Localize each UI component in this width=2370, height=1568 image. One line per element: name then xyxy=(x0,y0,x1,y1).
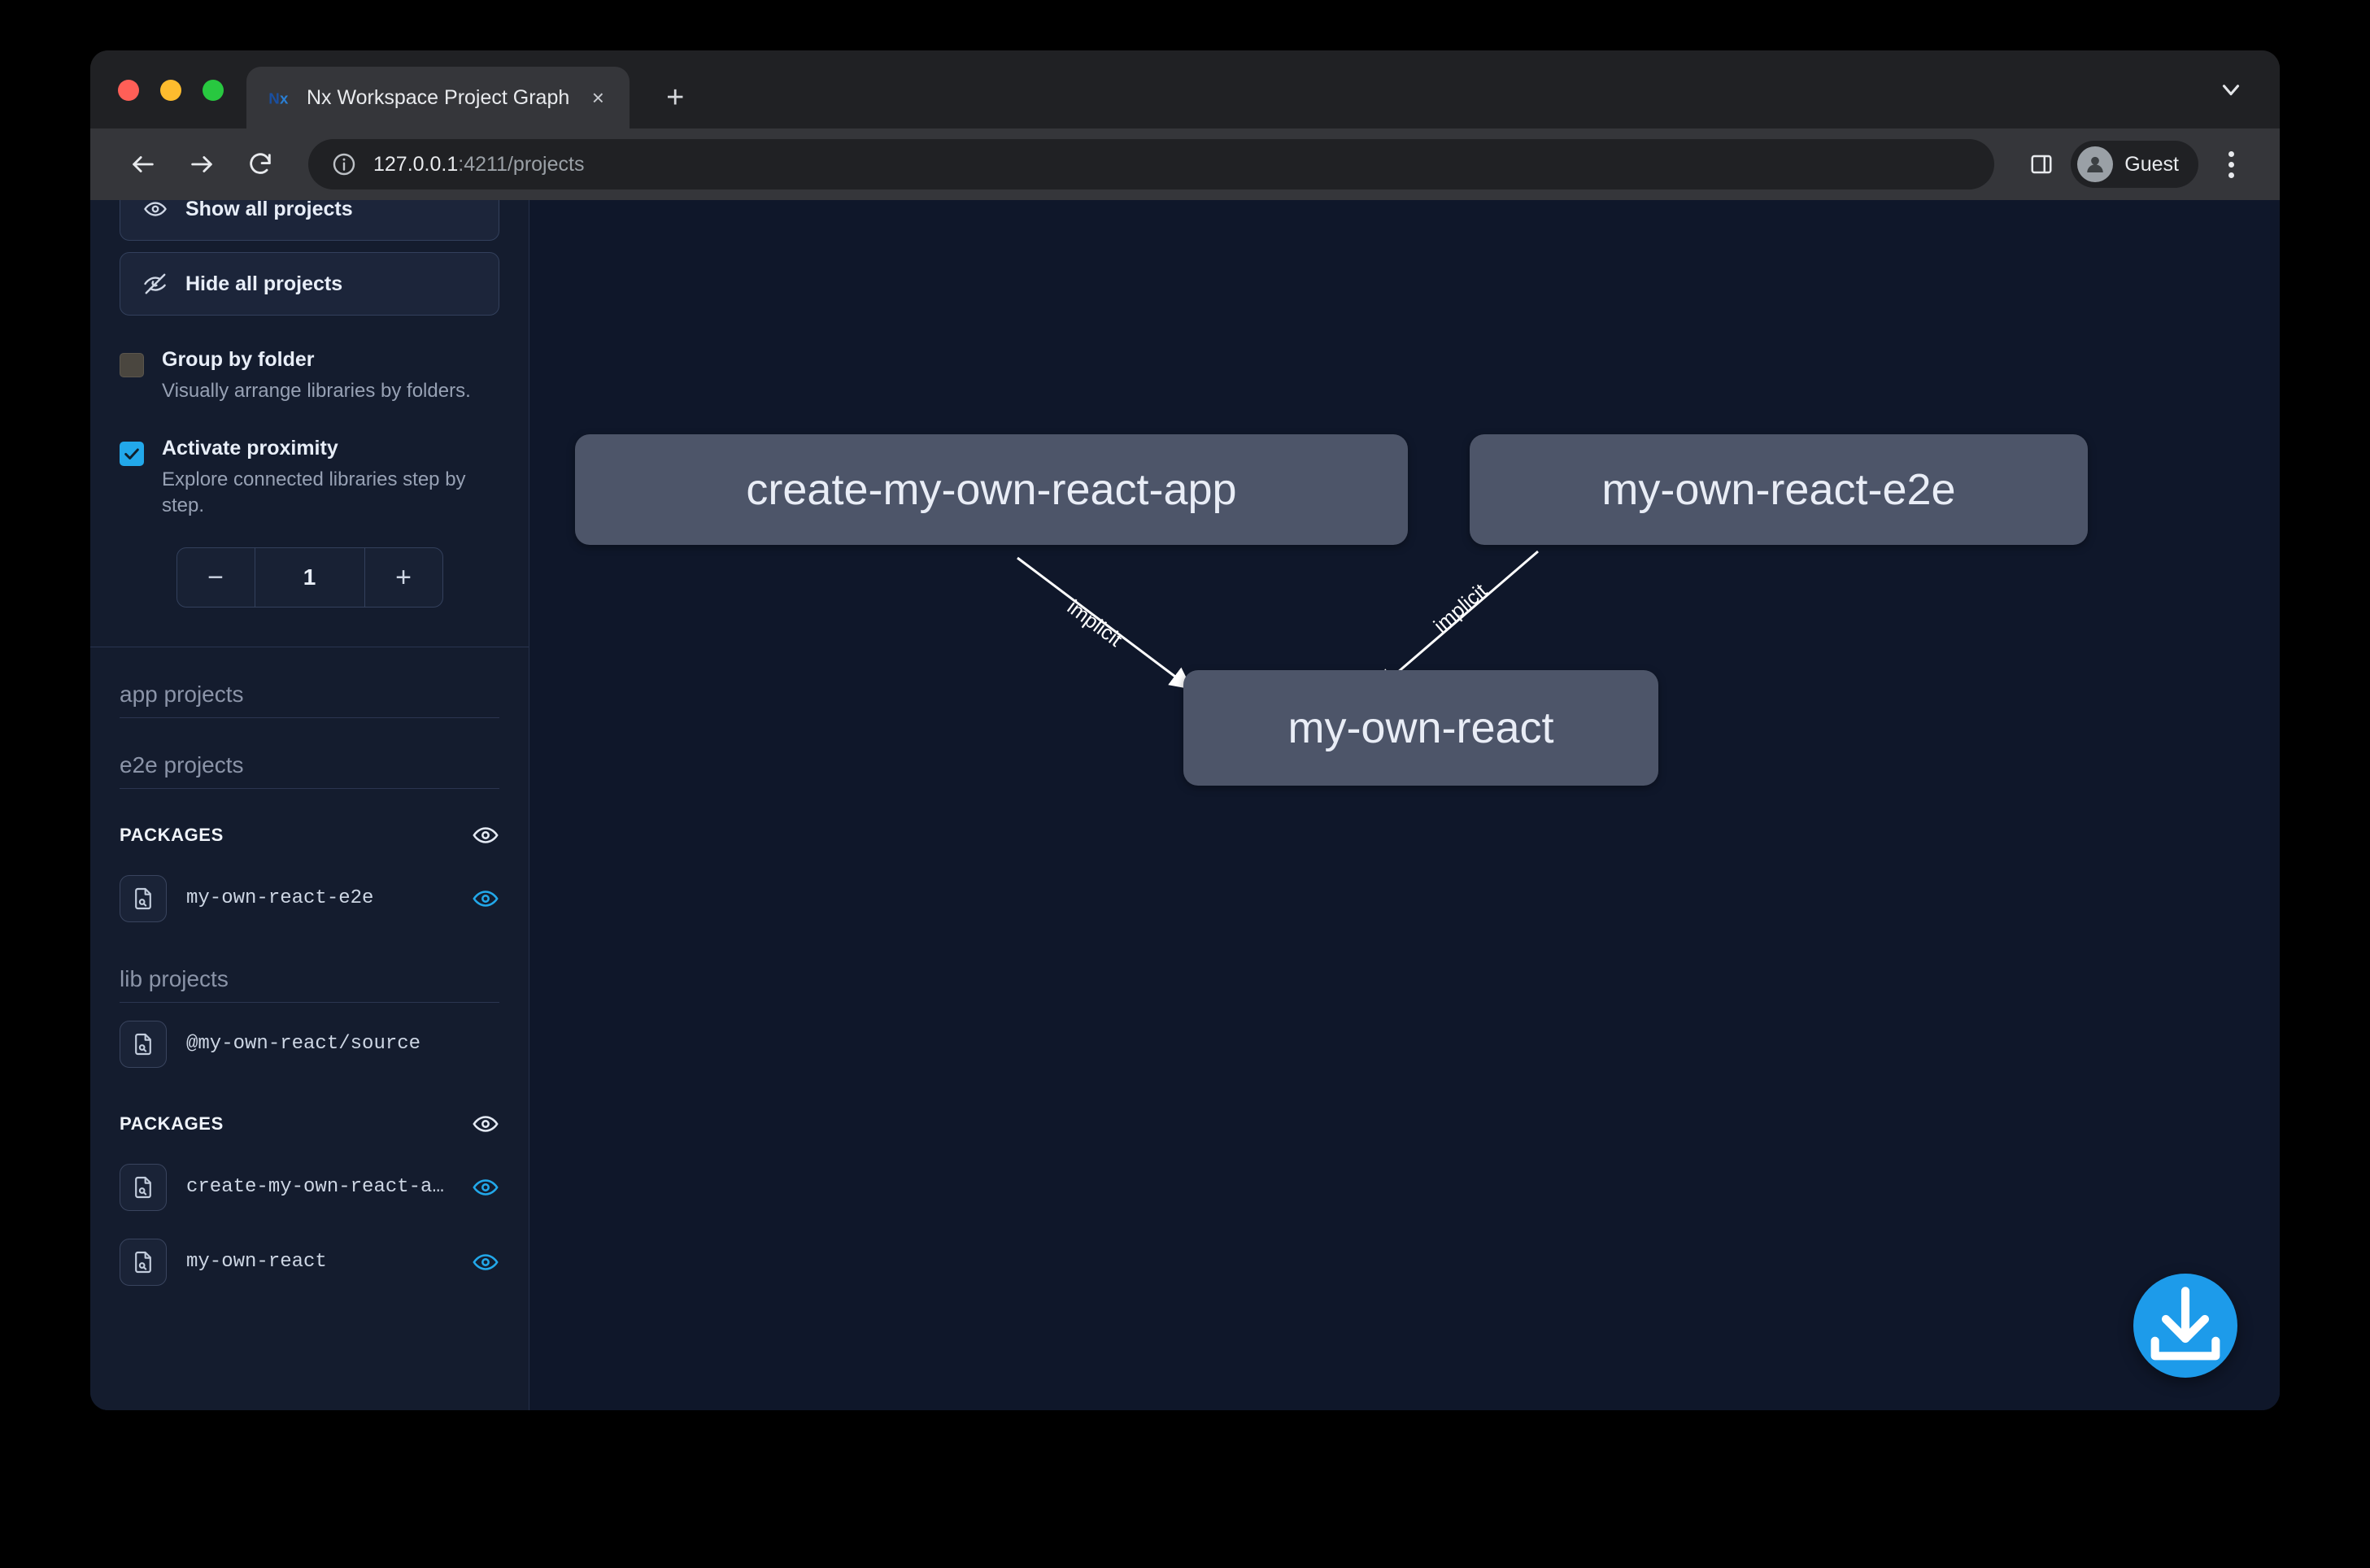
browser-toolbar: 127.0.0.1:4211/projects Guest xyxy=(90,128,2280,200)
activate-proximity-texts: Activate proximity Explore connected lib… xyxy=(162,437,491,520)
download-graph-button[interactable] xyxy=(2133,1274,2237,1378)
project-name: my-own-react xyxy=(186,1251,452,1273)
close-window-button[interactable] xyxy=(118,80,139,101)
option-activate-proximity[interactable]: Activate proximity Explore connected lib… xyxy=(120,437,499,520)
group-by-folder-checkbox[interactable] xyxy=(120,353,144,377)
url-host: 127.0.0.1 xyxy=(373,153,458,176)
hide-all-projects-button[interactable]: Hide all projects xyxy=(120,252,499,316)
show-all-projects-label: Show all projects xyxy=(185,200,353,221)
proximity-value: 1 xyxy=(255,548,365,607)
section-heading-app-projects: app projects xyxy=(120,647,499,718)
eye-icon xyxy=(143,200,168,221)
group-by-folder-description: Visually arrange libraries by folders. xyxy=(162,378,471,404)
chevron-down-icon[interactable] xyxy=(2215,73,2247,106)
graph-edges-layer: implicit implicit xyxy=(529,200,2280,1410)
project-name: @my-own-react/source xyxy=(186,1033,499,1055)
eye-off-icon xyxy=(143,272,168,296)
packages-header-lib[interactable]: PACKAGES xyxy=(120,1078,499,1146)
project-file-icon xyxy=(120,1239,167,1286)
option-group-by-folder[interactable]: Group by folder Visually arrange librari… xyxy=(120,348,499,404)
list-item[interactable]: @my-own-react/source xyxy=(120,1011,499,1078)
browser-tabstrip: N x Nx Workspace Project Graph × + xyxy=(90,50,2280,128)
group-by-folder-texts: Group by folder Visually arrange librari… xyxy=(162,348,471,404)
proximity-stepper: − 1 + xyxy=(176,547,443,608)
show-all-projects-button[interactable]: Show all projects xyxy=(120,200,499,241)
url-text: 127.0.0.1:4211/projects xyxy=(373,153,584,176)
project-file-icon xyxy=(120,1021,167,1068)
sidebar-scroll-area[interactable]: Show all projects Hide all projects xyxy=(90,200,529,1410)
kebab-menu-icon[interactable] xyxy=(2210,142,2252,187)
section-heading-e2e-projects: e2e projects xyxy=(120,718,499,789)
tab-title: Nx Workspace Project Graph xyxy=(307,86,569,110)
svg-text:x: x xyxy=(280,90,289,107)
project-name: my-own-react-e2e xyxy=(186,887,452,909)
activate-proximity-description: Explore connected libraries step by step… xyxy=(162,467,491,520)
proximity-increment-button[interactable]: + xyxy=(365,548,442,607)
sidebar: Show all projects Hide all projects xyxy=(90,200,529,1410)
packages-header-e2e[interactable]: PACKAGES xyxy=(120,789,499,857)
reload-icon[interactable] xyxy=(235,139,285,189)
packages-label: PACKAGES xyxy=(120,1113,224,1135)
project-file-icon xyxy=(120,875,167,922)
forward-arrow-icon[interactable] xyxy=(176,139,227,189)
graph-node-my-own-react-e2e[interactable]: my-own-react-e2e xyxy=(1470,434,2088,545)
activate-proximity-checkbox[interactable] xyxy=(120,442,144,466)
nx-logo-icon: N x xyxy=(268,85,292,110)
project-file-icon xyxy=(120,1164,167,1211)
project-visibility-eye-icon[interactable] xyxy=(472,1248,499,1276)
project-graph-canvas[interactable]: implicit implicit create-my-own-react-ap… xyxy=(529,200,2280,1410)
packages-visibility-eye-icon[interactable] xyxy=(472,821,499,849)
avatar xyxy=(2077,146,2113,182)
packages-visibility-eye-icon[interactable] xyxy=(472,1110,499,1138)
toolbar-right-controls: Guest xyxy=(2019,141,2252,188)
page-content: Show all projects Hide all projects xyxy=(90,200,2280,1410)
site-info-icon[interactable] xyxy=(331,151,357,177)
browser-tab[interactable]: N x Nx Workspace Project Graph × xyxy=(246,67,630,128)
project-visibility-eye-icon[interactable] xyxy=(472,885,499,912)
close-tab-icon[interactable]: × xyxy=(584,84,612,111)
back-arrow-icon[interactable] xyxy=(118,139,168,189)
proximity-decrement-button[interactable]: − xyxy=(177,548,255,607)
edge-label: implicit xyxy=(1063,595,1126,651)
new-tab-button[interactable]: + xyxy=(657,80,693,115)
project-name: create-my-own-react-app xyxy=(186,1176,452,1198)
list-item[interactable]: create-my-own-react-app xyxy=(120,1154,499,1221)
graph-node-create-my-own-react-app[interactable]: create-my-own-react-app xyxy=(575,434,1408,545)
list-item[interactable]: my-own-react xyxy=(120,1229,499,1296)
profile-name: Guest xyxy=(2124,153,2179,176)
browser-window: N x Nx Workspace Project Graph × + xyxy=(90,50,2280,1410)
maximize-window-button[interactable] xyxy=(203,80,224,101)
profile-button[interactable]: Guest xyxy=(2071,141,2198,188)
svg-text:N: N xyxy=(268,90,280,107)
edge-label: implicit xyxy=(1430,579,1492,637)
address-bar[interactable]: 127.0.0.1:4211/projects xyxy=(308,139,1994,189)
graph-node-my-own-react[interactable]: my-own-react xyxy=(1183,670,1658,786)
section-heading-lib-projects: lib projects xyxy=(120,932,499,1003)
group-by-folder-label: Group by folder xyxy=(162,348,315,371)
side-panel-icon[interactable] xyxy=(2019,142,2064,187)
activate-proximity-label: Activate proximity xyxy=(162,437,338,460)
url-path: :4211/projects xyxy=(458,153,584,176)
minimize-window-button[interactable] xyxy=(160,80,181,101)
window-traffic-lights xyxy=(90,80,224,128)
packages-label: PACKAGES xyxy=(120,825,224,846)
hide-all-projects-label: Hide all projects xyxy=(185,272,342,296)
project-visibility-eye-icon[interactable] xyxy=(472,1174,499,1201)
list-item[interactable]: my-own-react-e2e xyxy=(120,865,499,932)
